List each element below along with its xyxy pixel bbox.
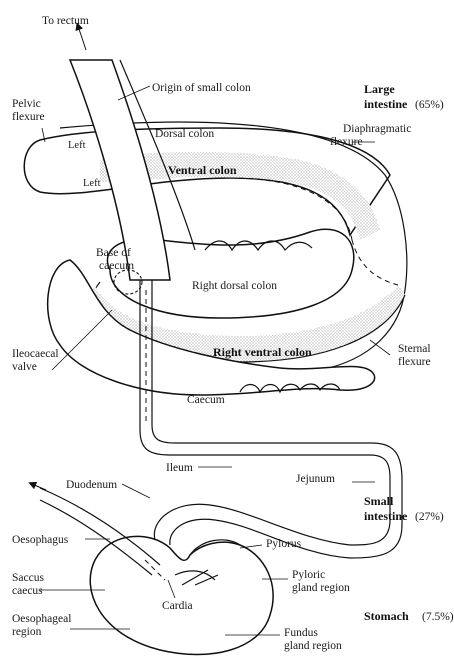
label-ileum: Ileum [166,462,193,474]
label-to-rectum: To rectum [42,15,89,27]
label-saccus-1: Saccus [12,572,44,584]
label-saccus-2: caecus [12,585,43,597]
label-fundus-2: gland region [284,640,342,652]
label-cardia: Cardia [162,600,193,612]
label-small-intestine-2: intestine [364,509,408,523]
label-sternal-2: flexure [398,356,431,368]
label-oesophageal-2: region [12,626,42,638]
label-left-upper: Left [68,140,86,151]
label-ileocaecal-2: valve [12,361,37,373]
duodenum [154,504,350,545]
label-caecum: Caecum [187,394,225,406]
label-ventral-colon: Ventral colon [168,163,237,177]
label-diaphragmatic-2: flexure [330,136,363,148]
stomach-body [90,536,273,654]
label-oesophageal-1: Oesophageal [12,613,71,625]
label-fundus-1: Fundus [284,627,318,639]
label-oesophagus: Oesophagus [12,534,69,546]
label-base-caecum-2: caecum [99,260,134,272]
label-sternal-1: Sternal [398,343,431,355]
label-pyloric-1: Pyloric [292,569,325,581]
lead-duodenum [122,484,150,498]
label-large-intestine-pct: (65%) [415,99,444,111]
oesophagus-arrow [32,484,46,490]
label-large-intestine-1: Large [364,82,395,96]
label-left-lower: Left [83,178,101,189]
label-pylorus: Pylorus [266,538,302,550]
ventral-dash [352,240,398,285]
label-small-intestine-1: Small [364,494,394,508]
label-base-caecum-1: Base of [96,247,131,259]
label-dorsal-colon: Dorsal colon [155,128,214,140]
label-large-intestine-2: intestine [364,97,408,111]
label-duodenum: Duodenum [66,479,117,491]
label-right-dorsal-colon: Right dorsal colon [192,280,277,292]
label-pelvic-flexure-1: Pelvic [12,98,41,110]
label-pyloric-2: gland region [292,582,350,594]
label-right-ventral-colon: Right ventral colon [213,345,312,359]
label-diaphragmatic-1: Diaphragmatic [343,123,411,135]
label-origin-small-colon: Origin of small colon [152,82,251,94]
label-stomach-pct: (7.5%) [422,611,454,623]
label-jejunum: Jejunum [296,473,335,485]
label-pelvic-flexure-2: flexure [12,111,45,123]
label-stomach: Stomach [364,609,409,623]
label-small-intestine-pct: (27%) [415,511,444,523]
label-ileocaecal-1: Ileocaecal [12,348,59,360]
rectum-arrow [78,26,86,50]
